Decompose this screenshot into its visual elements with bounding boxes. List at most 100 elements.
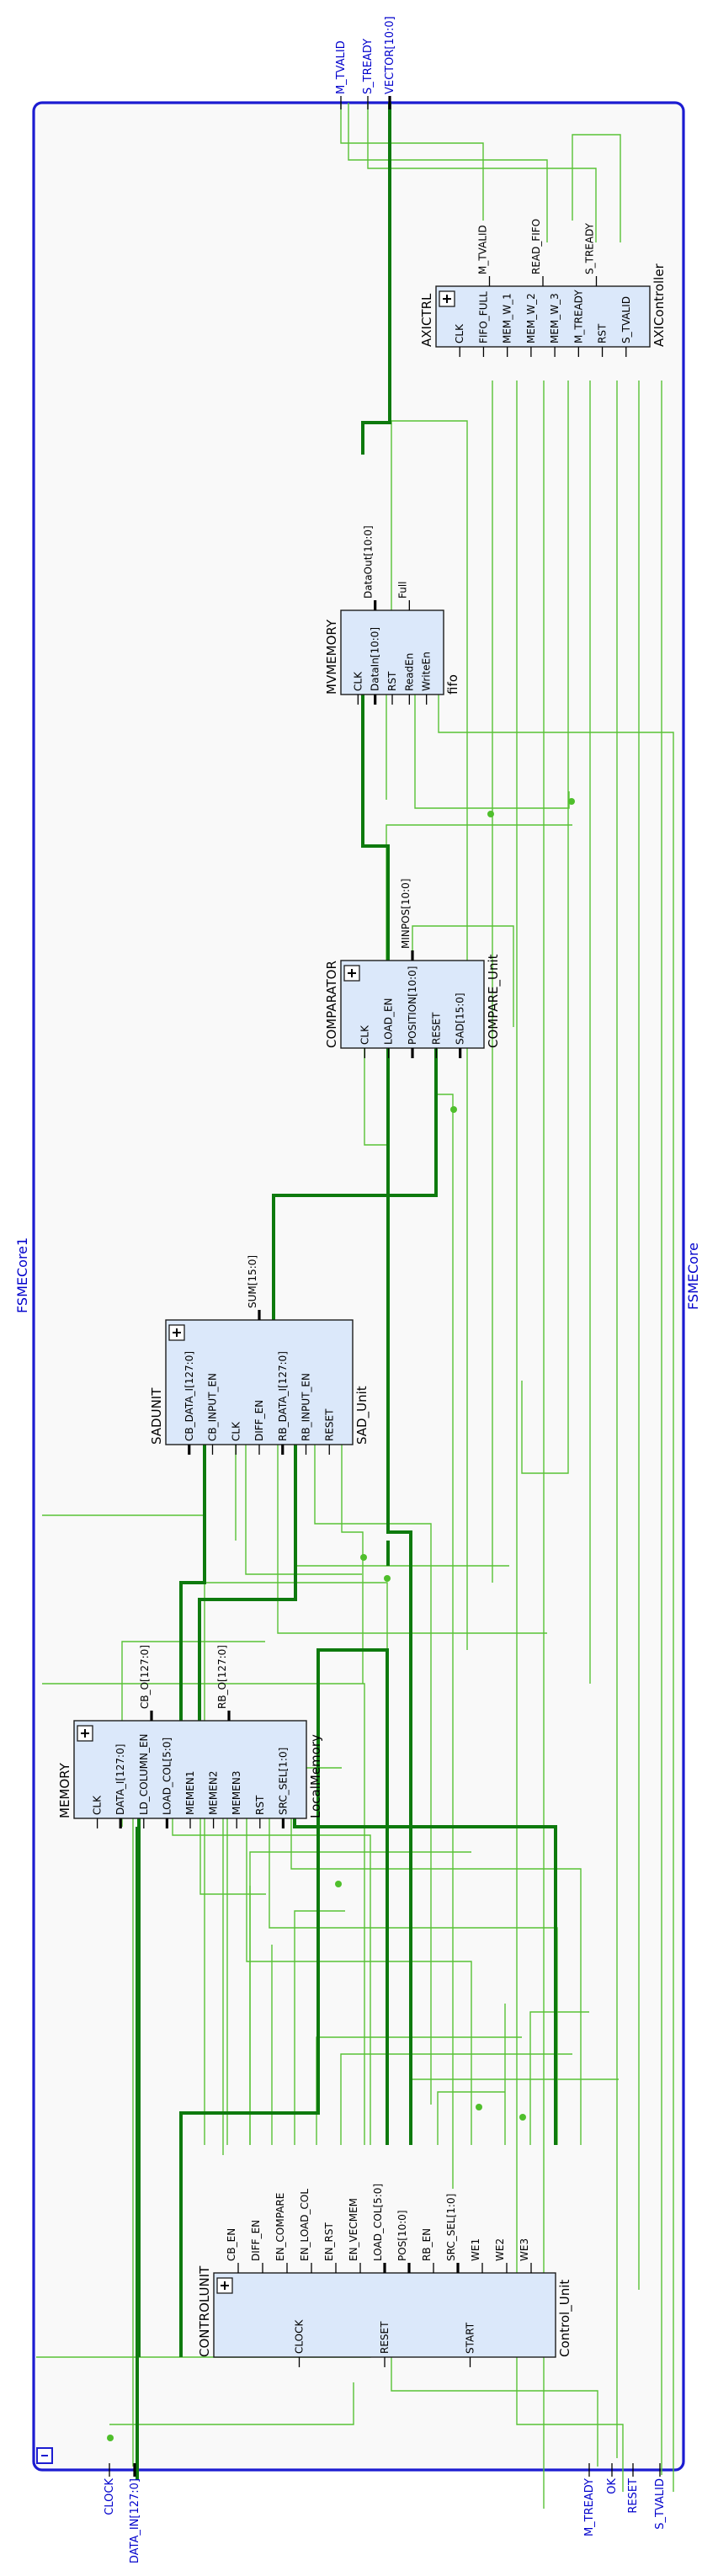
sadunit-out-label-sum-15-0: SUM[15:0] bbox=[247, 1255, 258, 1308]
controlunit-out-label-diff-en: DIFF_EN bbox=[250, 2220, 262, 2261]
mvmemory-in-label-rst: RST bbox=[386, 671, 398, 691]
io-label-s-tvalid: S_TVALID bbox=[654, 2478, 667, 2530]
controlunit-out-label-we2: WE2 bbox=[494, 2238, 506, 2261]
controlunit-out-label-load-col-5-0: LOAD_COL[5:0] bbox=[372, 2184, 384, 2261]
controlunit-out-label-pos-10-0: POS[10:0] bbox=[396, 2210, 408, 2261]
controlunit-out-label-we1: WE1 bbox=[470, 2238, 481, 2261]
controlunit-out-label-cb-en: CB_EN bbox=[226, 2228, 237, 2261]
sadunit-in-label-cb-input-en: CB_INPUT_EN bbox=[207, 1373, 219, 1441]
memory-module-label: LocalMemory bbox=[308, 1734, 323, 1818]
design-module-name: FSMECore bbox=[685, 1243, 701, 1310]
bottom-left-port-group: CLOCK DATA_IN[127:0] bbox=[104, 2463, 141, 2563]
comparator-in-label-clk: CLK bbox=[359, 1025, 370, 1045]
io-port-vector-10-0[interactable]: VECTOR[10:0] bbox=[384, 16, 396, 109]
top-port-group: M_TVALID S_TREADY VECTOR[10:0] bbox=[335, 16, 396, 109]
axictrl-in-label-s-tvalid: S_TVALID bbox=[620, 296, 632, 343]
comparator-instance-label: COMPARATOR bbox=[324, 961, 339, 1048]
axictrl-in-label-mem-w-3: MEM_W_3 bbox=[549, 293, 561, 343]
sadunit-in-label-rb-data-i-127-0: RB_DATA_I[127:0] bbox=[277, 1351, 289, 1441]
io-port-s-tready[interactable]: S_TREADY bbox=[362, 39, 375, 109]
memory-out-label-rb-o-127-0: RB_O[127:0] bbox=[216, 1645, 228, 1709]
plus-box-icon bbox=[348, 969, 356, 977]
axictrl-in-label-clk: CLK bbox=[454, 323, 465, 343]
controlunit-out-label-src-sel-1-0: SRC_SEL[1:0] bbox=[445, 2194, 457, 2261]
controlunit-instance-label: CONTROLUNIT bbox=[197, 2265, 212, 2357]
memory-in-label-rst: RST bbox=[254, 1795, 266, 1815]
memory-instance-label: MEMORY bbox=[57, 1762, 72, 1818]
comparator-body bbox=[340, 960, 485, 1049]
controlunit-module-label: Control_Unit bbox=[557, 2280, 573, 2357]
axictrl-in-label-rst: RST bbox=[597, 323, 609, 343]
io-port-reset[interactable]: RESET bbox=[627, 2463, 640, 2514]
memory-in-label-src-sel-1-0: SRC_SEL[1:0] bbox=[277, 1748, 289, 1815]
io-label-s-tready: S_TREADY bbox=[362, 39, 375, 94]
controlunit-expand-button[interactable] bbox=[216, 2277, 233, 2294]
memory-in-label-load-col-5-0: LOAD_COL[5:0] bbox=[161, 1738, 173, 1815]
io-label-vector-10-0: VECTOR[10:0] bbox=[384, 16, 396, 94]
io-label-ok: OK bbox=[606, 2478, 619, 2494]
sadunit-in-label-clk: CLK bbox=[230, 1421, 242, 1441]
sadunit-module-label: SAD_Unit bbox=[354, 1386, 370, 1445]
mvmemory-in-label-datain-10-0: DataIn[10:0] bbox=[370, 627, 381, 691]
io-port-m-tvalid[interactable]: M_TVALID bbox=[335, 40, 348, 109]
sadunit-in-label-cb-data-i-127-0: CB_DATA_I[127:0] bbox=[183, 1351, 195, 1441]
mvmemory-out-label-dataout-10-0: DataOut[10:0] bbox=[363, 525, 375, 599]
io-label-data-in-127-0: DATA_IN[127:0] bbox=[129, 2478, 141, 2563]
io-port-clock[interactable]: CLOCK bbox=[104, 2463, 116, 2515]
plus-box-icon bbox=[173, 1328, 181, 1337]
memory-in-label-memen3: MEMEN3 bbox=[231, 1771, 242, 1815]
controlunit-body bbox=[213, 2272, 556, 2358]
axictrl-module-label: AXIController bbox=[652, 263, 667, 347]
sadunit-instance-label: SADUNIT bbox=[149, 1387, 164, 1445]
io-label-clock: CLOCK bbox=[104, 2478, 116, 2515]
comparator-expand-button[interactable] bbox=[343, 965, 360, 982]
sadunit-body bbox=[165, 1319, 354, 1445]
io-port-ok[interactable]: OK bbox=[606, 2463, 619, 2494]
axictrl-out-label-read-fifo: READ_FIFO bbox=[530, 219, 542, 274]
comparator-in-label-reset: RESET bbox=[430, 1012, 442, 1045]
axictrl-body bbox=[435, 285, 651, 348]
controlunit-out-label-en-vecmem: EN_VECMEM bbox=[348, 2198, 359, 2261]
io-port-s-tvalid[interactable]: S_TVALID bbox=[654, 2463, 667, 2530]
memory-in-label-clk: CLK bbox=[92, 1795, 104, 1815]
sadunit-in-label-reset: RESET bbox=[323, 1408, 335, 1441]
controlunit-out-label-we3: WE3 bbox=[519, 2238, 530, 2261]
controlunit-out-label-en-load-col: EN_LOAD_COL bbox=[299, 2189, 311, 2261]
mvmemory-module-label: fifo bbox=[445, 674, 460, 695]
axictrl-expand-button[interactable] bbox=[439, 290, 455, 307]
controlunit-in-label-clock: CLOCK bbox=[294, 2319, 306, 2354]
mvmemory-in-label-clk: CLK bbox=[352, 671, 364, 691]
io-port-m-tready[interactable]: M_TREADY bbox=[583, 2463, 596, 2536]
bottom-right-port-group: M_TREADY OK RESET S_TVALID bbox=[583, 2463, 667, 2536]
controlunit-out-label-en-rst: EN_RST bbox=[323, 2222, 335, 2261]
wire-layer bbox=[36, 103, 674, 2509]
memory-expand-button[interactable] bbox=[77, 1725, 93, 1742]
sadunit-expand-button[interactable] bbox=[168, 1324, 185, 1341]
memory-in-label-memen1: MEMEN1 bbox=[184, 1771, 196, 1815]
design-collapse-button[interactable] bbox=[36, 2447, 53, 2464]
io-label-reset: RESET bbox=[627, 2478, 640, 2514]
axictrl-out-label-s-tready: S_TREADY bbox=[584, 222, 596, 274]
plus-box-icon bbox=[443, 295, 451, 303]
comparator-in-label-sad-15-0: SAD[15:0] bbox=[455, 993, 466, 1045]
block-sadunit[interactable]: SADUNIT SAD_Unit CB_DATA_I[127:0] CB_INPUT_… bbox=[149, 1255, 370, 1455]
memory-in-label-memen2: MEMEN2 bbox=[208, 1771, 220, 1815]
memory-in-label-ld-column-en: LD_COLUMN_EN bbox=[138, 1733, 150, 1815]
memory-in-label-data-i-127-0: DATA_I[127:0] bbox=[114, 1744, 126, 1815]
memory-body bbox=[73, 1720, 307, 1819]
controlunit-out-label-en-compare: EN_COMPARE bbox=[274, 2193, 286, 2261]
mvmemory-instance-label: MVMEMORY bbox=[324, 619, 339, 695]
axictrl-in-label-mem-w-2: MEM_W_2 bbox=[525, 293, 537, 343]
sadunit-in-label-diff-en: DIFF_EN bbox=[253, 1400, 265, 1441]
comparator-in-label-position-10-0: POSITION[10:0] bbox=[407, 966, 418, 1045]
io-port-data-in-127-0[interactable]: DATA_IN[127:0] bbox=[129, 2463, 141, 2563]
plus-box-icon bbox=[221, 2281, 229, 2290]
mvmemory-in-label-writeen: WriteEn bbox=[421, 652, 433, 691]
controlunit-in-label-reset: RESET bbox=[379, 2321, 391, 2354]
